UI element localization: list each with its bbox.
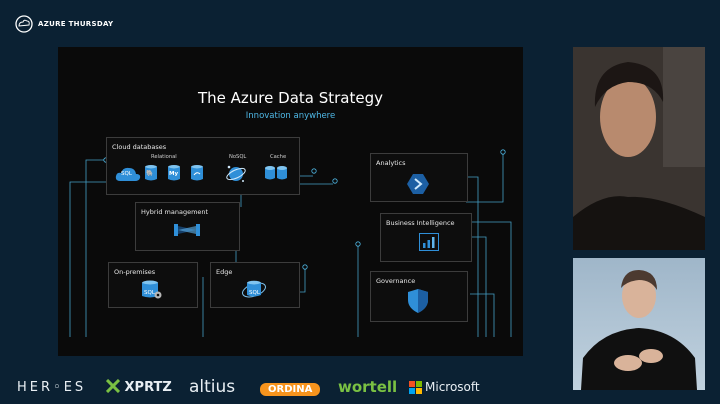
- slide-subtitle: Innovation anywhere: [245, 111, 336, 121]
- on-premises-sql-text: SQL: [144, 290, 155, 296]
- edge-label: Edge: [216, 268, 233, 276]
- slide-title: The Azure Data Strategy: [198, 89, 383, 107]
- synapse-analytics-icon: [407, 174, 429, 194]
- redis-cache-icon: [265, 166, 287, 180]
- sponsor-microsoft: Microsoft: [409, 380, 480, 395]
- mysql-text: My: [169, 171, 179, 177]
- business-intelligence-label: Business Intelligence: [386, 219, 455, 227]
- sponsor-bar: HER◦ES XPRTZ altius ORDINA wortell Micro…: [0, 373, 720, 404]
- cloud-databases-box: Cloud databases Relational NoSQL Cache S…: [106, 137, 300, 195]
- cloud-logo-icon: [15, 15, 33, 33]
- edge-box: Edge SQL: [210, 262, 300, 308]
- sign-language-interpreter-video: [573, 258, 705, 390]
- presenter-video: [573, 47, 705, 250]
- mariadb-icon: [191, 165, 203, 181]
- xprtz-x-icon: [105, 378, 121, 394]
- sponsor-wortell: wortell: [338, 378, 398, 396]
- shield-icon: [408, 289, 428, 313]
- connector-lines: [69, 149, 512, 337]
- analytics-box: Analytics: [370, 153, 468, 202]
- cache-label: Cache: [270, 154, 287, 160]
- business-intelligence-box: Business Intelligence: [380, 213, 472, 262]
- azure-thursday-logo: AZURE THURSDAY: [14, 14, 113, 34]
- on-premises-label: On-premises: [114, 268, 156, 276]
- sponsor-ordina: ORDINA: [260, 381, 321, 396]
- sql-cloud-text: SQL: [121, 171, 132, 177]
- sql-cloud-icon: [115, 167, 141, 181]
- sponsor-altius: altius: [189, 377, 236, 397]
- sponsor-heroes: HER◦ES: [17, 380, 87, 395]
- nosql-label: NoSQL: [229, 154, 247, 160]
- presenter-silhouette: [573, 47, 705, 250]
- cloud-databases-label: Cloud databases: [112, 143, 167, 151]
- governance-label: Governance: [376, 277, 416, 285]
- presentation-slide: The Azure Data Strategy Innovation anywh…: [58, 47, 523, 356]
- mysql-icon: [168, 165, 180, 181]
- governance-box: Governance: [370, 271, 468, 322]
- on-premises-box: On-premises SQL: [108, 262, 198, 308]
- ordina-badge: ORDINA: [260, 383, 321, 396]
- postgresql-glyph: 🐘: [146, 170, 154, 177]
- sponsor-xprtz-label: XPRTZ: [124, 380, 172, 395]
- sql-edge-icon: [242, 280, 266, 298]
- power-bi-chart-icon: [419, 233, 439, 251]
- hybrid-management-box: Hybrid management: [135, 202, 240, 251]
- brand-label: AZURE THURSDAY: [38, 20, 114, 28]
- sponsor-xprtz: XPRTZ: [105, 378, 172, 395]
- sponsor-microsoft-label: Microsoft: [425, 380, 480, 394]
- relational-label: Relational: [151, 154, 177, 160]
- arc-management-icon: [174, 224, 200, 236]
- sql-server-icon: [142, 280, 162, 299]
- interpreter-silhouette: [581, 270, 697, 390]
- microsoft-logo-icon: [409, 381, 422, 394]
- postgresql-icon: [145, 165, 157, 181]
- edge-sql-text: SQL: [249, 290, 260, 296]
- analytics-label: Analytics: [376, 159, 406, 167]
- hybrid-management-label: Hybrid management: [141, 208, 209, 216]
- cosmos-db-icon: [226, 165, 246, 182]
